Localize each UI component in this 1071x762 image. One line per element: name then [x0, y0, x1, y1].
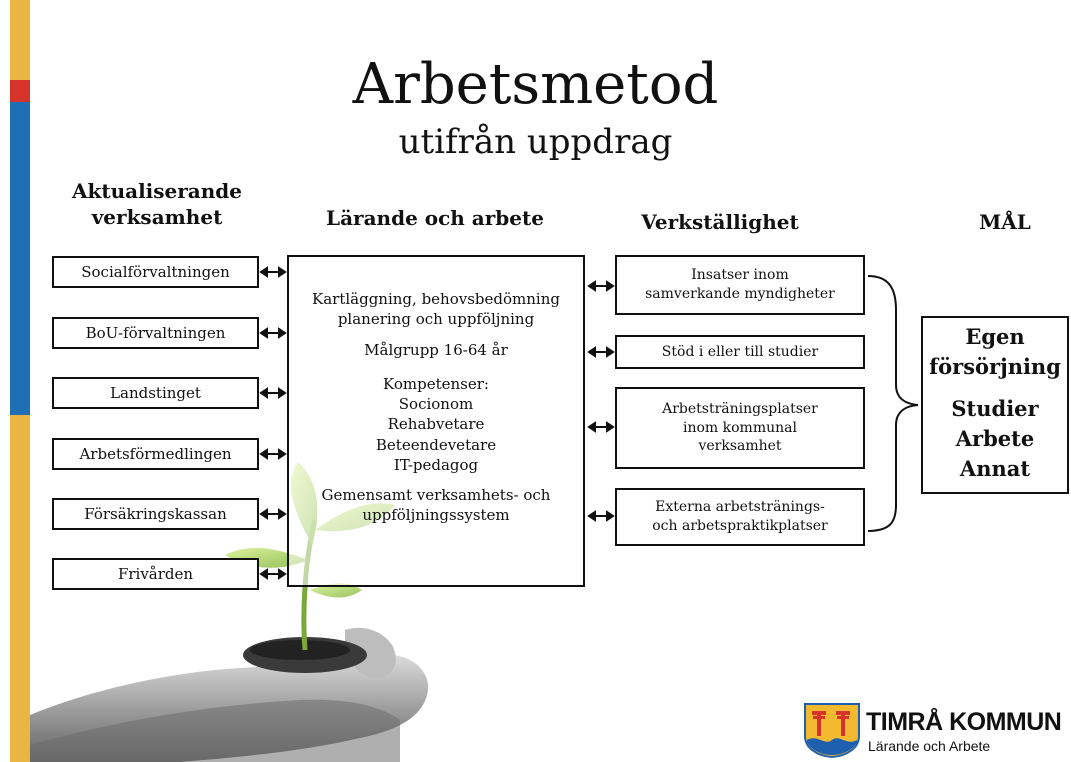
box-arbetsformedlingen: Arbetsförmedlingen	[52, 438, 259, 470]
accent-bar-blue	[10, 102, 30, 415]
box-stod-studier: Stöd i eller till studier	[615, 335, 865, 369]
goal-box: Egen försörjning Studier Arbete Annat	[921, 316, 1069, 494]
box-insatser: Insatser inom samverkande myndigheter	[615, 255, 865, 315]
center-role: Beteendevetare	[375, 435, 497, 454]
center-line1: Kartläggning, behovsbedömning	[312, 290, 560, 308]
center-system-2: uppföljningssystem	[362, 506, 510, 525]
center-role: Socionom	[398, 395, 474, 413]
goal-item: Arbete	[955, 426, 1035, 451]
accent-bar-red	[10, 80, 30, 102]
box-landstinget: Landstinget	[52, 377, 259, 409]
heading-mal: MÅL	[979, 210, 1031, 234]
page-title: Arbetsmetod	[352, 52, 719, 117]
box-bou-forvaltningen: BoU-förvaltningen	[52, 317, 259, 349]
verk-line: Insatser inom	[691, 267, 789, 284]
center-line2: planering och uppföljning	[337, 310, 535, 329]
goal-item: Annat	[959, 456, 1031, 481]
goal-item: Studier	[951, 396, 1039, 421]
logo-tagline: Lärande och Arbete	[868, 738, 991, 754]
heading-larande: Lärande och arbete	[326, 206, 544, 230]
verk-line: Arbetsträningsplatser	[662, 400, 818, 417]
heading-aktualiserande: Aktualiserande verksamhet	[71, 179, 243, 229]
accent-bar-yellow-top	[10, 0, 30, 80]
center-kompetenser: Kompetenser:	[383, 374, 489, 393]
heading-verkstallighet: Verkställighet	[641, 210, 799, 234]
box-arbetstraningsplatser: Arbetsträningsplatser inom kommunal verksa…	[615, 387, 865, 469]
center-role: IT-pedagog	[393, 455, 479, 474]
verk-line: Stöd i eller till studier	[661, 343, 819, 360]
center-role: Rehabvetare	[387, 415, 485, 434]
center-malgrupp: Målgrupp 16-64 år	[364, 340, 508, 359]
verk-line: samverkande myndigheter	[645, 286, 835, 302]
box-frivarden: Frivården	[52, 558, 259, 590]
verk-line: och arbetspraktikplatser	[652, 518, 828, 534]
verk-line: Externa arbetstränings-	[655, 499, 825, 516]
center-box: Kartläggning, behovsbedömning planering …	[287, 255, 585, 587]
center-system-1: Gemensamt verksamhets- och	[321, 486, 551, 504]
box-socialforvaltningen: Socialförvaltningen	[52, 256, 259, 288]
crest-icon	[804, 703, 860, 758]
goal-forsorjning: försörjning	[929, 354, 1061, 379]
box-forsakringskassan: Försäkringskassan	[52, 498, 259, 530]
logo-name: TIMRÅ KOMMUN	[866, 708, 1062, 736]
box-externa: Externa arbetstränings-och arbetspraktik…	[615, 488, 865, 546]
goal-egen: Egen	[965, 324, 1025, 349]
verk-line: inom kommunal	[683, 419, 797, 436]
accent-bar-yellow-bottom	[10, 415, 30, 762]
verk-line: verksamhet	[698, 438, 782, 455]
page-subtitle: utifrån uppdrag	[398, 122, 673, 162]
